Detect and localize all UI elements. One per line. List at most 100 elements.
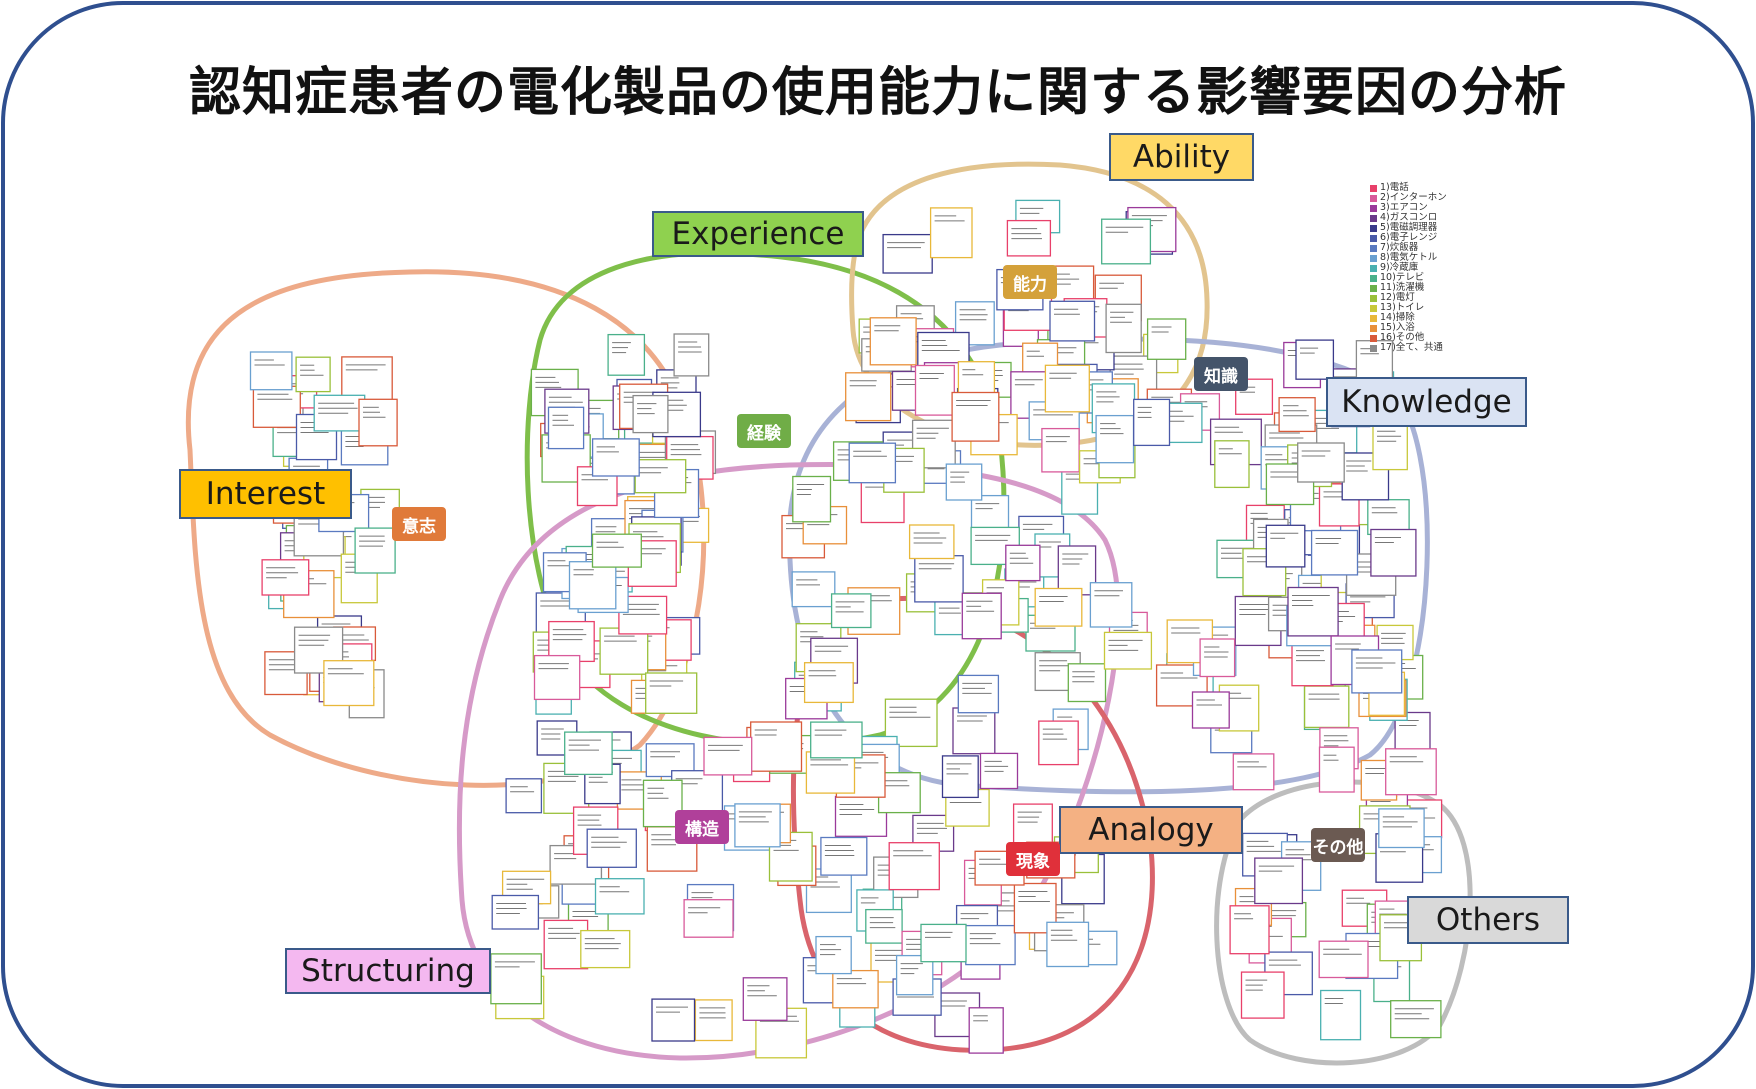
- sticky-note: [1229, 905, 1270, 955]
- sticky-note: [961, 592, 1002, 640]
- legend-swatch: [1370, 324, 1377, 332]
- legend-label: 1)電話: [1380, 182, 1409, 193]
- sticky-note: [694, 999, 733, 1042]
- sticky-note: [951, 391, 1000, 442]
- sticky-note: [805, 751, 856, 794]
- sticky-note: [323, 660, 375, 707]
- sticky-note: [1318, 746, 1355, 793]
- sticky-note: [651, 998, 696, 1042]
- sticky-note: [1133, 398, 1171, 447]
- legend-item: 17)全て、共通: [1370, 343, 1447, 353]
- legend-swatch: [1370, 344, 1377, 352]
- sticky-note: [1291, 641, 1334, 687]
- sticky-note: [830, 593, 872, 629]
- legend-swatch: [1370, 244, 1377, 252]
- sticky-note: [591, 533, 642, 568]
- sticky-note: [792, 475, 832, 523]
- legend-label: 6)電子レンジ: [1380, 232, 1438, 243]
- sticky-note: [591, 438, 640, 477]
- label-structuring: Structuring: [285, 948, 491, 994]
- legend-label: 3)エアコン: [1380, 202, 1428, 213]
- sticky-note: [252, 385, 301, 428]
- legend-label: 12)電灯: [1380, 292, 1415, 303]
- legend-item: 15)入浴: [1370, 323, 1447, 333]
- ring-structuring: [456, 461, 1121, 1061]
- sticky-note: [888, 842, 940, 891]
- legend-item: 4)ガスコンロ: [1370, 213, 1447, 223]
- legend-swatch: [1370, 284, 1377, 292]
- label-ability: Ability: [1109, 133, 1254, 181]
- legend-label: 17)全て、共通: [1380, 342, 1443, 353]
- legend-label: 11)洗濯機: [1380, 282, 1425, 293]
- sticky-note: [599, 627, 649, 675]
- sticky-note: [1044, 364, 1090, 413]
- legend-swatch: [1370, 264, 1377, 272]
- legend-item: 10)テレビ: [1370, 273, 1447, 283]
- legend-swatch: [1370, 184, 1377, 192]
- sticky-note: [968, 1007, 1004, 1054]
- sticky-note: [957, 674, 1000, 714]
- sticky-note: [941, 755, 979, 799]
- sticky-note: [1034, 587, 1083, 627]
- sticky-note: [568, 561, 617, 610]
- legend-item: 8)電気ケトル: [1370, 253, 1447, 263]
- sticky-note: [1370, 528, 1417, 577]
- legend-item: 2)インターホン: [1370, 193, 1447, 203]
- sticky-note: [929, 207, 973, 259]
- sticky-note: [832, 969, 879, 1009]
- label-knowledge: Knowledge: [1326, 377, 1527, 427]
- sticky-note: [750, 721, 803, 772]
- sticky-note: [295, 356, 331, 393]
- sticky-note: [634, 459, 687, 494]
- tag-analogy: 現象: [1006, 842, 1060, 876]
- sticky-note: [1372, 422, 1408, 471]
- legend-swatch: [1370, 294, 1377, 302]
- sticky-note: [914, 364, 955, 416]
- label-others: Others: [1407, 896, 1569, 944]
- sticky-note: [920, 923, 967, 963]
- legend-swatch: [1370, 334, 1377, 342]
- tag-interest: 意志: [392, 507, 446, 541]
- sticky-note: [1146, 318, 1187, 360]
- legend-item: 14)掃除: [1370, 313, 1447, 323]
- legend-swatch: [1370, 314, 1377, 322]
- sticky-note: [1310, 529, 1359, 576]
- legend-swatch: [1370, 274, 1377, 282]
- legend-item: 7)炊飯器: [1370, 243, 1447, 253]
- sticky-note: [683, 899, 734, 938]
- legend-swatch: [1370, 304, 1377, 312]
- legend-item: 9)冷蔵庫: [1370, 263, 1447, 273]
- sticky-note: [952, 707, 996, 755]
- legend-swatch: [1370, 234, 1377, 242]
- ring-ability: [849, 161, 1210, 448]
- label-interest: Interest: [179, 469, 352, 519]
- sticky-note: [1265, 524, 1306, 568]
- tag-others: その他: [1311, 828, 1365, 862]
- legend-item: 16)その他: [1370, 333, 1447, 343]
- legend-label: 10)テレビ: [1380, 272, 1425, 283]
- sticky-note: [1320, 989, 1362, 1041]
- sticky-note: [586, 828, 637, 868]
- sticky-note: [1287, 586, 1339, 637]
- sticky-note: [1214, 440, 1250, 489]
- sticky-note: [865, 908, 903, 944]
- sticky-note: [914, 555, 964, 603]
- legend-swatch: [1370, 204, 1377, 212]
- sticky-note: [548, 620, 595, 663]
- sticky-note: [1046, 921, 1090, 968]
- sticky-note: [1367, 499, 1410, 536]
- legend-item: 6)電子レンジ: [1370, 233, 1447, 243]
- sticky-note: [845, 372, 892, 422]
- sticky-note: [820, 836, 868, 876]
- sticky-note: [491, 894, 540, 930]
- sticky-note: [533, 654, 581, 701]
- legend-label: 14)掃除: [1380, 312, 1415, 323]
- sticky-note: [1254, 857, 1304, 905]
- sticky-note: [848, 442, 897, 484]
- sticky-note: [1089, 582, 1133, 628]
- sticky-note: [1351, 649, 1403, 694]
- sticky-note: [1041, 427, 1080, 473]
- sticky-note: [1232, 753, 1275, 791]
- sticky-note: [1297, 442, 1345, 483]
- legend-swatch: [1370, 224, 1377, 232]
